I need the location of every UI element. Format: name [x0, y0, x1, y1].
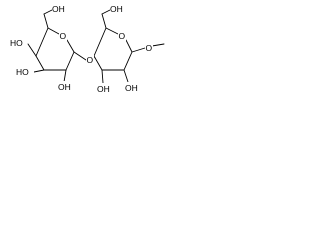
left-c3-hydroxyl-label: HO	[16, 67, 29, 77]
glycosidic-oxygen-label: O	[87, 55, 94, 65]
right-ring-oxygen-label: O	[119, 31, 126, 41]
right-ch2oh-label: OH	[110, 4, 123, 14]
left-ring-bonds	[27, 9, 87, 83]
right-c3-hydroxyl-label: OH	[97, 84, 110, 94]
left-ch2oh-label: OH	[52, 4, 65, 14]
right-c2-hydroxyl-label: OH	[125, 83, 138, 93]
left-c4-hydroxyl-label: HO	[10, 38, 23, 48]
right-ring-bonds	[92, 9, 165, 84]
left-ring-oxygen-label: O	[60, 31, 67, 41]
methoxy-oxygen-label: O	[146, 43, 153, 53]
chemical-structure: OH O HO HO OH O OH O O OH OH	[9, 3, 165, 94]
left-c2-hydroxyl-label: OH	[58, 82, 71, 92]
atom-labels: OH O HO HO OH O OH O O OH OH	[9, 3, 153, 94]
